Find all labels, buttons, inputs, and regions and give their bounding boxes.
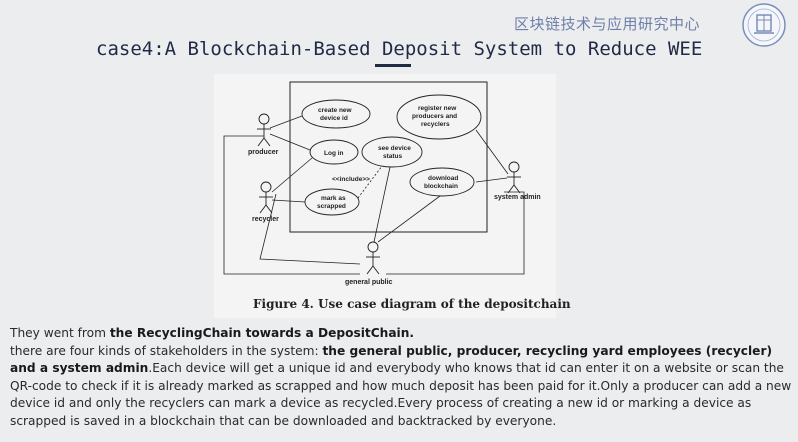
svg-text:Log in: Log in <box>324 150 344 157</box>
body-paragraph: there are four kinds of stakeholders in … <box>10 343 792 428</box>
svg-text:mark as: mark as <box>321 195 346 202</box>
body-text: They went from the RecyclingChain toward… <box>10 325 792 431</box>
actor-label-system-admin: system admin <box>494 194 541 201</box>
svg-text:producers and: producers and <box>412 113 457 120</box>
actor-recycler: recycler <box>252 181 279 223</box>
use-case-diagram: producer recycler system admin g <box>214 74 556 318</box>
actor-label-producer: producer <box>248 149 279 156</box>
body-line-1: They went from the RecyclingChain toward… <box>10 326 415 340</box>
actor-label-general-public: general public <box>345 279 393 286</box>
figure-caption: Figure 4. Use case diagram of the deposi… <box>253 297 571 311</box>
university-logo <box>735 0 793 50</box>
include-label: <<include>> <box>332 176 370 183</box>
actor-producer: producer <box>248 113 279 156</box>
svg-text:blockchain: blockchain <box>424 183 458 190</box>
actor-label-recycler: recycler <box>252 216 279 223</box>
use-case-mark-scrapped: mark as scrapped <box>304 188 360 216</box>
svg-text:register new: register new <box>418 105 457 112</box>
use-case-download-blockchain: download blockchain <box>409 167 475 197</box>
svg-text:device id: device id <box>320 115 348 122</box>
svg-text:scrapped: scrapped <box>317 203 346 210</box>
org-name: 区块链技术与应用研究中心 <box>514 15 701 33</box>
page-title: case4:A Blockchain-Based Deposit System … <box>96 38 703 60</box>
title-underline <box>375 64 411 67</box>
actor-general-public: general public <box>345 241 393 286</box>
use-case-register: register new producers and recyclers <box>396 94 482 140</box>
actor-system-admin: system admin <box>494 161 541 201</box>
svg-text:download: download <box>428 175 458 182</box>
use-case-log-in: Log in <box>309 139 359 165</box>
use-case-create-device-id: create new device id <box>301 99 371 129</box>
svg-text:create new: create new <box>318 107 353 114</box>
svg-text:see device: see device <box>378 145 411 152</box>
use-case-see-device-status: see device status <box>361 136 423 168</box>
svg-text:recyclers: recyclers <box>421 121 450 128</box>
svg-text:status: status <box>383 153 403 160</box>
